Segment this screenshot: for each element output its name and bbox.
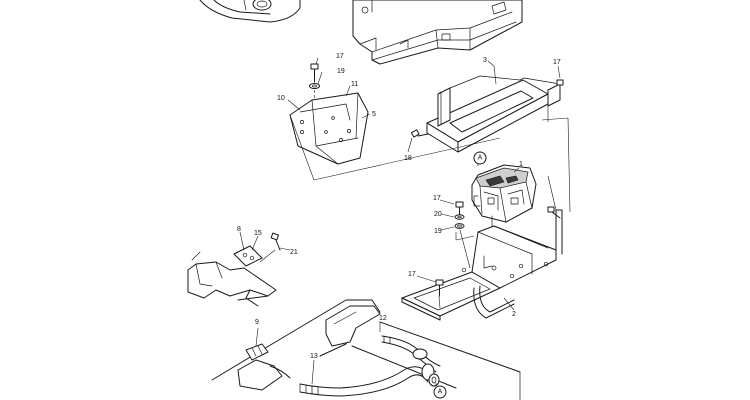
plate-8 xyxy=(233,245,263,267)
lower-frame xyxy=(211,299,521,400)
callout-20: 20 xyxy=(434,211,442,218)
callout-17-unit: 17 xyxy=(433,195,441,202)
callout-1: 1 xyxy=(519,161,523,168)
upper-left-housing xyxy=(199,0,301,23)
slide-rail-bracket xyxy=(352,0,523,65)
bolt-tray xyxy=(435,279,444,297)
callout-15: 15 xyxy=(254,230,262,237)
bolt-frame-left xyxy=(410,129,429,138)
bolt-21 xyxy=(270,232,281,251)
connector-a-upper-label: A xyxy=(478,155,483,162)
connector-a-upper xyxy=(473,151,487,165)
leader-lines xyxy=(239,57,561,385)
connector-a-lower xyxy=(433,385,447,399)
clip-9 xyxy=(245,343,269,361)
hose-assembly xyxy=(269,335,441,397)
left-frame-member xyxy=(187,251,277,307)
bolt-unit-right xyxy=(547,206,561,219)
callout-18: 18 xyxy=(404,155,412,162)
electrical-box xyxy=(289,92,369,165)
alignment-lines xyxy=(259,106,571,385)
callout-21: 21 xyxy=(290,249,298,256)
callout-2: 2 xyxy=(512,311,516,318)
control-unit xyxy=(471,164,537,233)
connector-a-lower-label: A xyxy=(438,389,443,396)
bolt-frame xyxy=(556,79,564,97)
support-bracket xyxy=(401,209,563,321)
callout-17-box: 17 xyxy=(336,53,344,60)
callout-12: 12 xyxy=(379,315,387,322)
callout-11: 11 xyxy=(351,81,358,88)
callout-10: 10 xyxy=(277,95,285,102)
bolt-unit xyxy=(454,201,465,229)
callout-3: 3 xyxy=(483,57,487,64)
callout-17-frame: 17 xyxy=(553,59,561,66)
callout-13: 13 xyxy=(310,353,318,360)
callout-17-tray: 17 xyxy=(408,271,416,278)
callout-9: 9 xyxy=(255,319,259,326)
bolt-box xyxy=(309,63,320,100)
callout-5: 5 xyxy=(372,111,376,118)
callout-19-unit: 19 xyxy=(434,228,442,235)
callout-8: 8 xyxy=(237,226,241,233)
callout-19-box: 19 xyxy=(337,68,345,75)
mounting-frame xyxy=(426,75,561,153)
